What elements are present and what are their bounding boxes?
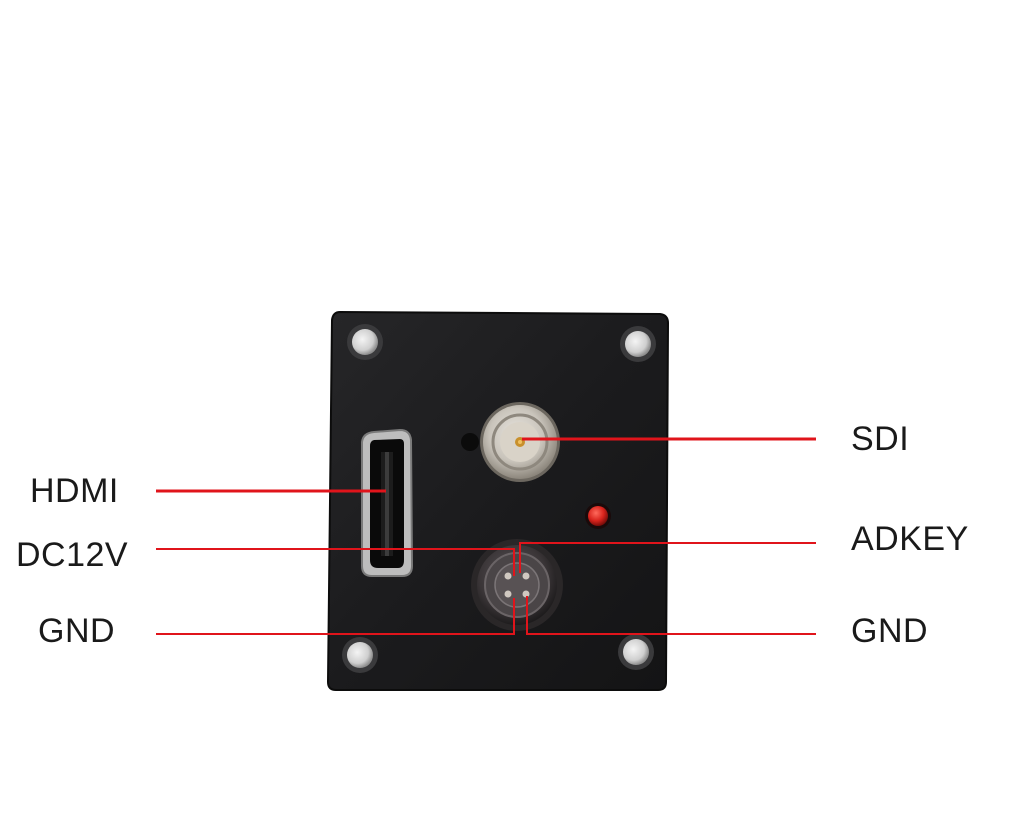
panel-hole: [461, 433, 479, 451]
leader-lines: [156, 437, 816, 635]
dc-power-connector-icon: [471, 539, 563, 631]
gnd-left-leader-line: [156, 598, 515, 635]
mounting-plate: [326, 310, 670, 691]
gnd-right-leader-line: [526, 596, 816, 635]
hdmi-port-icon: [361, 428, 414, 577]
dc12v-leader-line: [156, 548, 515, 576]
label-hdmi: HDMI: [30, 472, 119, 510]
screw-icon: [620, 326, 656, 362]
label-dc12v: DC12V: [16, 536, 129, 574]
sdi-bnc-connector-icon: [480, 402, 560, 482]
adkey-leader-line: [519, 542, 816, 573]
screw-icon: [342, 637, 378, 673]
label-sdi: SDI: [851, 420, 910, 458]
status-led-icon: [585, 503, 611, 529]
screw-icon: [347, 324, 383, 360]
screw-icon: [618, 634, 654, 670]
mounting-screws: [342, 324, 656, 673]
label-gnd-right: GND: [851, 612, 929, 650]
label-gnd-left: GND: [38, 612, 116, 650]
label-adkey: ADKEY: [851, 520, 969, 558]
